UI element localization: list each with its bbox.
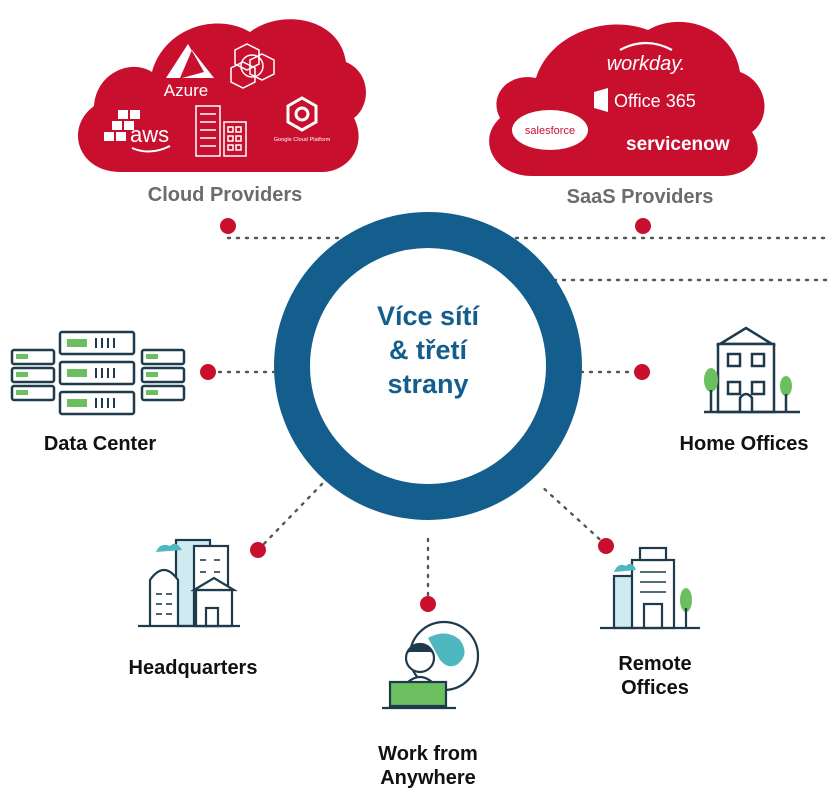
- servicenow-logo-text: servicenow: [626, 134, 730, 155]
- dot-cloud: [220, 218, 236, 234]
- workday-arc-icon: [619, 41, 673, 51]
- dot-home: [634, 364, 650, 380]
- home-offices-label: Home Offices: [679, 433, 809, 455]
- cloud-providers-cloud: Azure aws: [77, 19, 366, 173]
- work-from-anywhere-label: Work from Anywhere: [328, 742, 528, 790]
- hub-title: Více sítí & třetí strany: [328, 300, 528, 401]
- google-cloud-icon: [286, 96, 318, 132]
- dot-datacenter: [200, 364, 216, 380]
- headquarters-icon: [138, 538, 240, 628]
- dot-remote: [598, 538, 614, 554]
- cloud-shape: [77, 19, 366, 173]
- office365-logo-text: Office 365: [614, 91, 696, 111]
- home-office-icon: [704, 326, 800, 414]
- salesforce-logo-text: salesforce: [525, 125, 575, 137]
- azure-logo-text: Azure: [164, 81, 208, 100]
- gcp-logo-text: Google Cloud Platform: [274, 137, 331, 143]
- work-from-anywhere-line-2: Anywhere: [380, 767, 476, 789]
- remote-offices-line-1: Remote: [618, 653, 692, 675]
- server-rack-icon: [195, 105, 247, 157]
- headquarters-label: Headquarters: [128, 657, 258, 679]
- connector-remote: [538, 483, 608, 547]
- endpoint-dots: [200, 218, 651, 612]
- dot-saas: [635, 218, 651, 234]
- dot-hq: [250, 542, 266, 558]
- hexagon-network-icon: [230, 43, 275, 89]
- aws-smile-icon: [131, 145, 171, 153]
- remote-offices-label: Remote Offices: [575, 652, 735, 700]
- data-center-label: Data Center: [43, 433, 157, 455]
- salesforce-cloud-icon: [512, 110, 588, 150]
- hub-line-2: & třetí: [388, 334, 467, 365]
- azure-icon: [166, 44, 214, 78]
- remote-offices-line-2: Offices: [621, 677, 689, 699]
- aws-logo-text: aws: [130, 122, 169, 147]
- cloud-providers-label: Cloud Providers: [147, 184, 303, 206]
- work-anywhere-icon: [382, 620, 480, 710]
- dot-wfa: [420, 596, 436, 612]
- hub-ring: [274, 212, 582, 520]
- connector-hq: [256, 481, 325, 552]
- hub-line-3: strany: [387, 368, 469, 399]
- aws-cubes-icon: [104, 110, 140, 141]
- hub-line-1: Více sítí: [376, 301, 480, 331]
- remote-office-icon: [600, 546, 700, 630]
- work-from-anywhere-line-1: Work from: [378, 743, 478, 765]
- saas-providers-label: SaaS Providers: [566, 186, 714, 208]
- saas-providers-cloud: workday. Office 365 salesforce serviceno…: [489, 21, 765, 176]
- workday-logo-text: workday.: [607, 53, 686, 75]
- office-icon: [594, 88, 608, 112]
- connector-lines: [208, 236, 828, 606]
- data-center-icon: [10, 330, 186, 416]
